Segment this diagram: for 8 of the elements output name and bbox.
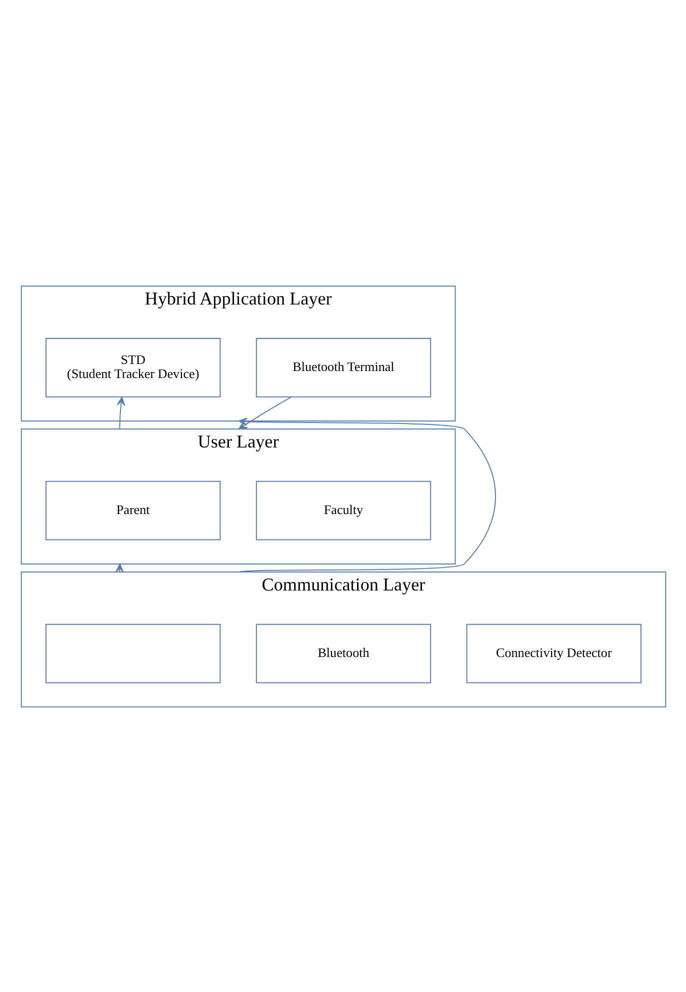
node-box: Connectivity Detector xyxy=(466,623,641,683)
node-box: Bluetooth Terminal xyxy=(255,337,431,397)
node-box xyxy=(45,623,220,683)
node-box: Faculty xyxy=(255,480,431,540)
node-box: Bluetooth xyxy=(255,623,431,683)
node-box: Parent xyxy=(45,480,220,540)
arrow xyxy=(116,396,125,429)
node-box: STD (Student Tracker Device) xyxy=(45,337,220,397)
